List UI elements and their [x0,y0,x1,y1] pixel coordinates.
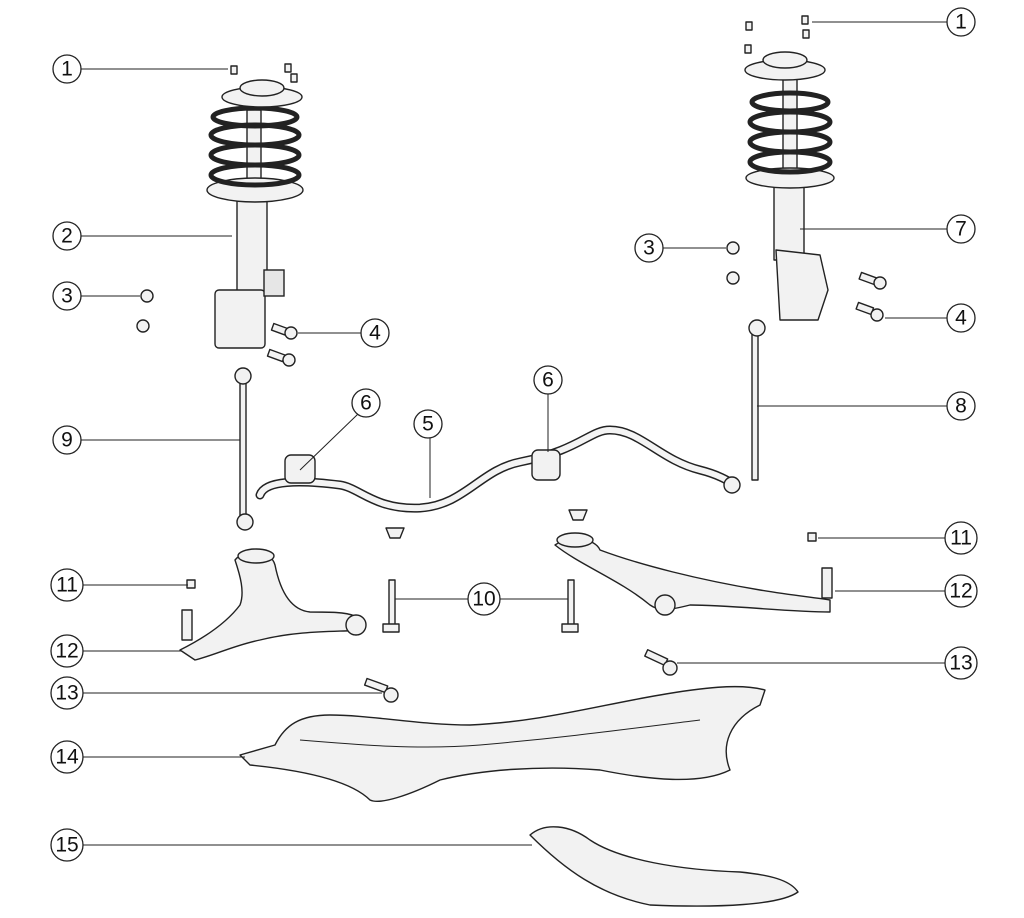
svg-text:13: 13 [949,652,972,675]
svg-text:7: 7 [955,218,967,241]
callout-12-right: 12 [835,574,978,608]
stabilizer-links [234,319,766,531]
svg-text:3: 3 [643,237,655,260]
svg-text:8: 8 [955,395,967,418]
subframe-detail [299,719,701,748]
svg-text:11: 11 [56,574,78,597]
left-lower-control-arm [179,548,367,661]
svg-text:6: 6 [360,392,372,415]
svg-text:15: 15 [55,834,78,857]
svg-text:11: 11 [950,527,972,550]
svg-text:10: 10 [472,588,495,611]
svg-text:1: 1 [61,58,73,81]
callout-3-left: 3 [52,281,140,311]
svg-text:5: 5 [422,413,434,436]
callout-14: 14 [50,740,245,774]
svg-text:12: 12 [55,640,78,663]
callout-7: 7 [800,214,976,244]
svg-text:3: 3 [61,285,73,308]
svg-text:9: 9 [61,429,73,452]
stabilizer-bar [255,425,740,513]
svg-text:13: 13 [55,682,78,705]
svg-text:1: 1 [955,11,967,34]
callout-6-right: 6 [533,365,563,452]
callout-1-right: 1 [812,7,976,37]
callout-8: 8 [757,391,976,421]
callout-4-left: 4 [298,318,390,348]
callout-11-left: 11 [50,568,188,602]
subframe [239,685,766,802]
svg-text:4: 4 [369,322,381,345]
callout-12-left: 12 [50,634,182,668]
svg-text:12: 12 [949,580,972,603]
callout-15: 15 [50,828,532,862]
callout-6-left: 6 [299,388,381,471]
callout-1-left: 1 [52,54,228,84]
right-strut-assembly [744,15,835,321]
callout-4-right: 4 [885,303,976,333]
callout-13-left: 13 [50,676,382,710]
splash-shield [529,826,799,907]
nuts-and-bolts [136,241,887,703]
callout-10: 10 [395,582,568,616]
callout-13-right: 13 [677,646,978,680]
svg-text:4: 4 [955,307,967,330]
svg-text:6: 6 [542,369,554,392]
callout-5: 5 [413,409,443,498]
callout-9: 9 [52,425,240,455]
left-strut-assembly [206,63,304,349]
svg-text:2: 2 [61,225,73,248]
callout-11-right: 11 [818,521,978,555]
callout-3-right: 3 [634,233,726,263]
callout-2: 2 [52,221,232,251]
svg-text:14: 14 [55,746,79,769]
right-lower-control-arm [554,532,833,616]
